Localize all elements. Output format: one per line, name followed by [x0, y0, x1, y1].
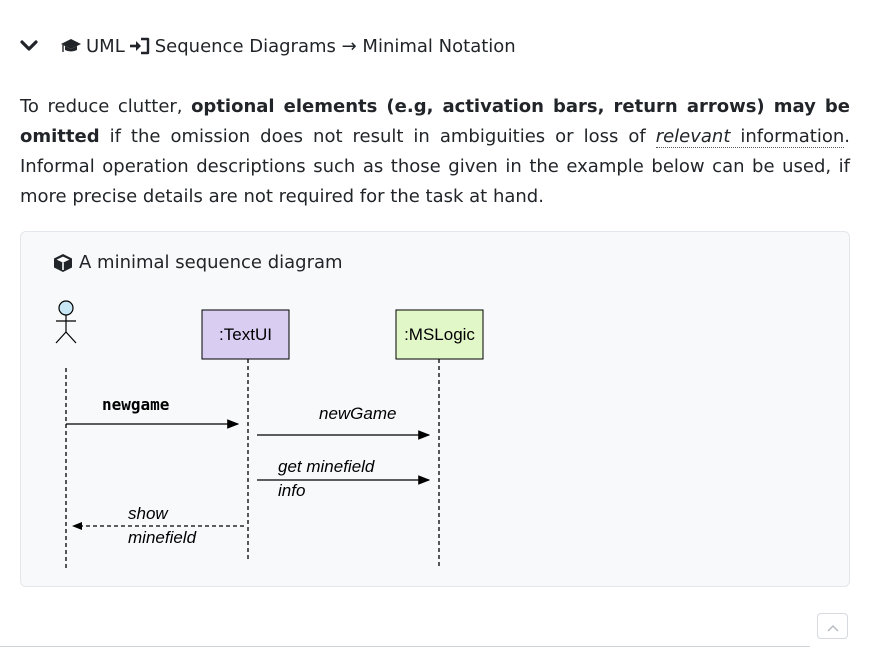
para-bold: optional elements (e.g, activation bars,… [20, 96, 850, 147]
message-getminefield-label-line2: info [278, 481, 305, 500]
message-newGame-label: newGame [319, 404, 396, 423]
message-newgame-label: newgame [102, 395, 169, 414]
chevron-down-icon[interactable] [20, 37, 38, 55]
message-show-label-line1: show [128, 504, 169, 523]
chevron-up-icon [826, 617, 839, 636]
term-italic: relevant [655, 126, 731, 147]
breadcrumb-current: Sequence Diagrams → Minimal Notation [154, 35, 516, 57]
para-mid: if the omission does not result in ambig… [99, 126, 656, 147]
participant-mslogic-label: :MSLogic [404, 325, 475, 344]
actor-leg-left [55, 331, 67, 344]
back-to-top-button[interactable] [817, 613, 848, 639]
cube-icon [53, 253, 73, 273]
actor [55, 300, 77, 344]
glossary-term[interactable]: relevant information [655, 126, 845, 148]
message-getminefield-label-line1: get minefield [278, 457, 375, 476]
sequence-diagram: :TextUI :MSLogic newgame newGame get min… [55, 300, 484, 568]
example-panel: A minimal sequence diagram :TextUI :MSLo… [20, 231, 850, 587]
para-intro: To reduce clutter, [20, 96, 192, 117]
panel-title-text: A minimal sequence diagram [79, 252, 343, 273]
sign-in-icon [129, 37, 151, 55]
term-rest: information [730, 126, 845, 147]
actor-head [58, 300, 74, 316]
breadcrumb: UML Sequence Diagrams → Minimal Notation [20, 32, 516, 60]
bottom-divider [0, 646, 810, 647]
message-show-label-line2: minefield [128, 528, 197, 547]
actor-leg-right [65, 331, 77, 344]
graduation-cap-icon [60, 38, 82, 54]
participant-textui-label: :TextUI [219, 325, 272, 344]
message-show-arrowhead [72, 522, 82, 530]
panel-title: A minimal sequence diagram [53, 252, 343, 273]
participant-textui-box [201, 309, 290, 360]
para-end: . Informal operation descriptions such a… [20, 126, 851, 207]
breadcrumb-uml[interactable]: UML [86, 35, 125, 57]
intro-paragraph: To reduce clutter, optional elements (e.… [20, 92, 850, 212]
